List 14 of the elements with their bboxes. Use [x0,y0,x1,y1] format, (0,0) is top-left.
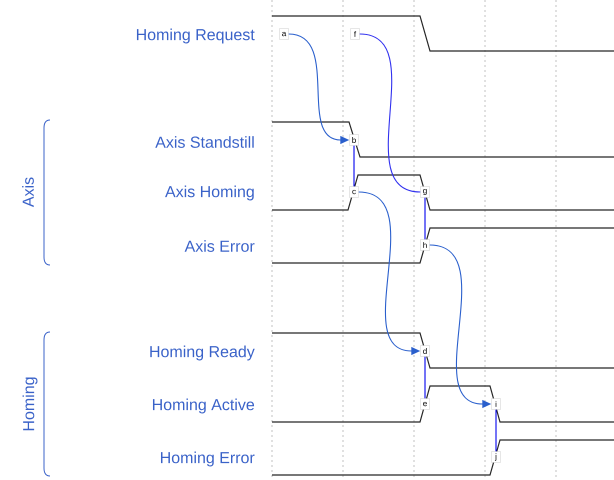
curved-connector [360,33,420,193]
signal-name: Homing Active [152,398,254,414]
connector-line [424,356,426,398]
connector-line [424,198,426,240]
signal-name: Homing Ready [150,346,255,360]
signal-name: Axis Homing [165,186,254,200]
signal-name: Axis Error [184,240,255,252]
signal-name: Axis Standstill [155,136,254,148]
signal-name: Homing Error [160,452,254,466]
group-name: Homing [22,377,38,430]
signal-name: Homing Request [136,28,255,44]
group-name: Axis [22,177,34,208]
connector-line [353,146,355,186]
connector-line [495,410,497,452]
